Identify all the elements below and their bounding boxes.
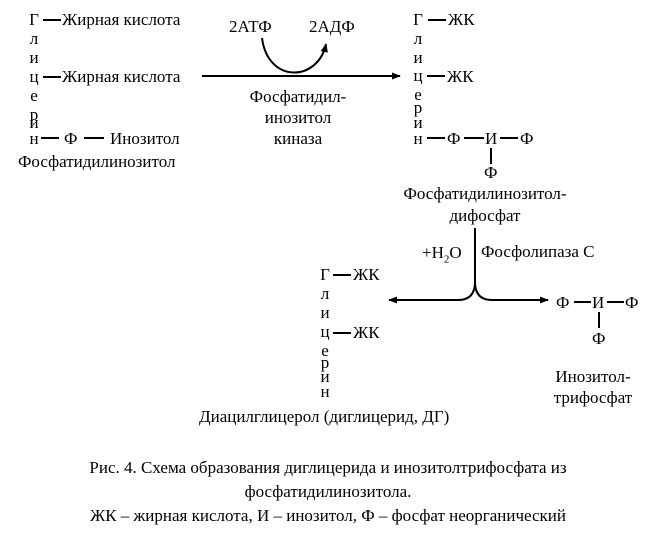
phosphatidylinositol-name: Фосфатидилинозитол — [18, 152, 176, 171]
phosphate-ip3-b: Ф — [625, 293, 639, 312]
kinase-label-line1: Фосфатидил- — [249, 87, 347, 106]
glycerol-letter: р — [413, 98, 423, 117]
glycerol-letter: е — [30, 86, 38, 105]
phosphate-ip3-a: Ф — [556, 293, 570, 312]
reaction2-split — [388, 281, 476, 304]
ip3-name-line1: Инозитол- — [555, 367, 631, 386]
adp-label: 2АДФ — [309, 17, 355, 36]
inositol-ip3: И — [592, 293, 605, 312]
glycerol-letter: л — [29, 29, 39, 48]
atp-adp-curve-arrow — [261, 37, 328, 74]
fatty-acid-dg-1: ЖК — [353, 265, 380, 284]
glycerol-letter: р — [29, 105, 39, 124]
glycerol-letter: и — [413, 113, 423, 132]
glycerol-letter: ц — [413, 66, 423, 85]
phosphate-ip3-c: Ф — [592, 329, 606, 348]
kinase-label-line3: киназа — [273, 129, 323, 148]
glycerol-letter: и — [29, 113, 39, 132]
inositol-left-label: Инозитол — [110, 129, 180, 148]
caption-line3: ЖК – жирная кислота, И – инозитол, Ф – ф… — [89, 506, 567, 525]
ip3-name-line2: трифосфат — [553, 388, 633, 407]
glycerol-letter: и — [320, 303, 330, 322]
reaction2-split-right — [474, 281, 549, 304]
caption-line2: фосфатидилинозитола. — [244, 482, 412, 501]
glycerol-letter: р — [320, 353, 330, 372]
phosphate-left-label: Ф — [64, 129, 78, 148]
phospholipase-c-label: Фосфолипаза С — [481, 242, 595, 261]
glycerol-letter: н — [413, 129, 423, 148]
glycerol-letter: и — [413, 48, 423, 67]
diacylglycerol-name: Диацилглицерол (диглицерид, ДГ) — [199, 407, 450, 426]
glycerol-letter: Г — [29, 10, 39, 29]
pip2-name-line2: дифосфат — [449, 206, 521, 225]
caption-line1: Рис. 4. Схема образования диглицерида и … — [89, 458, 567, 477]
fatty-acid-2-label: Жирная кислота — [62, 67, 181, 86]
kinase-label-line2: инозитол — [264, 108, 332, 127]
glycerol-letter: н — [320, 382, 330, 401]
glycerol-letter: и — [29, 48, 39, 67]
glycerol-letter: ц — [29, 67, 39, 86]
glycerol-letter: ц — [320, 322, 330, 341]
fatty-acid-1-label: Жирная кислота — [62, 10, 181, 29]
pip2-name-line1: Фосфатидилинозитол- — [403, 184, 567, 203]
glycerol-letter: е — [414, 85, 422, 104]
inositol-pip2: И — [485, 129, 498, 148]
glycerol-letter: л — [320, 284, 330, 303]
fatty-acid-pip2-1: ЖК — [448, 10, 475, 29]
glycerol-letter: Г — [413, 10, 423, 29]
glycerol-letter: е — [321, 341, 329, 360]
fatty-acid-dg-2: ЖК — [353, 323, 380, 342]
glycerol-letter: л — [413, 29, 423, 48]
fatty-acid-pip2-2: ЖК — [447, 67, 474, 86]
phosphate-pip2-c: Ф — [484, 163, 498, 182]
phosphate-pip2-b: Ф — [520, 129, 534, 148]
phosphate-pip2-a: Ф — [447, 129, 461, 148]
atp-label: 2АТФ — [229, 17, 272, 36]
glycerol-letter: и — [320, 367, 330, 386]
water-label: +H2O — [422, 243, 462, 266]
glycerol-letter: Г — [320, 265, 330, 284]
glycerol-letter: н — [29, 129, 39, 148]
